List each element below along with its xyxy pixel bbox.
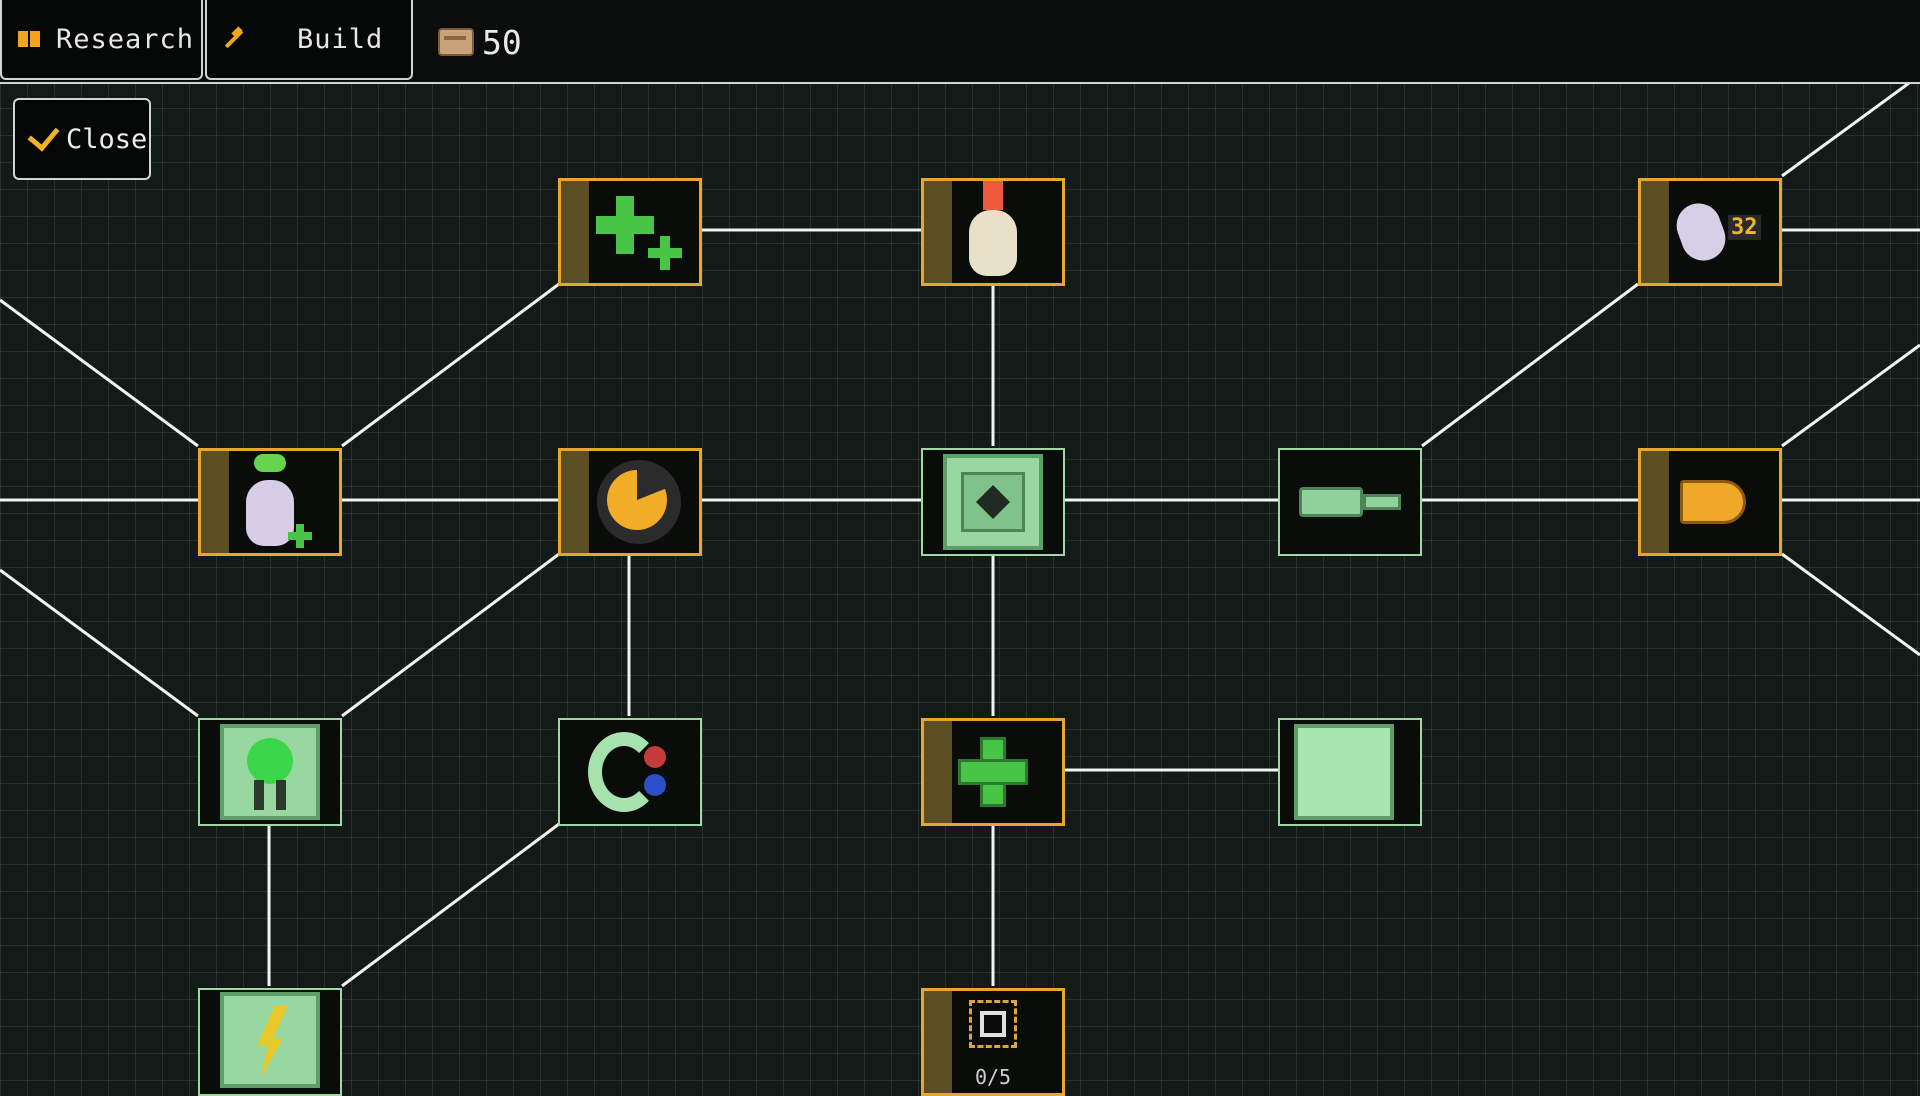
tech-node-green-plus[interactable] xyxy=(921,718,1065,826)
tech-node-hand-32[interactable]: 32 xyxy=(1638,178,1782,286)
top-bar: Research Build 50 xyxy=(0,0,1920,84)
research-tab[interactable]: Research xyxy=(0,0,203,80)
tech-node-double-plus[interactable] xyxy=(558,178,702,286)
bullet-icon xyxy=(1680,480,1746,524)
core-panel-icon xyxy=(943,454,1043,550)
tech-node-magnet[interactable] xyxy=(558,718,702,826)
magnet-icon xyxy=(588,732,666,812)
tech-node-core-panel[interactable] xyxy=(921,448,1065,556)
tech-node-bolt[interactable] xyxy=(198,988,342,1096)
tech-node-tap-finger[interactable] xyxy=(921,178,1065,286)
close-button-label: Close xyxy=(66,123,148,155)
resource-count: 50 xyxy=(482,22,522,62)
tech-node-tube[interactable] xyxy=(1278,448,1422,556)
tech-node-square-tile[interactable] xyxy=(1278,718,1422,826)
tech-node-hand-plus[interactable] xyxy=(198,448,342,556)
build-tab-label: Build xyxy=(297,23,384,55)
research-tab-label: Research xyxy=(56,23,195,55)
unlocked-stripe xyxy=(1641,451,1669,553)
lightbulb-icon xyxy=(220,724,320,820)
crate-icon xyxy=(438,28,474,56)
unlocked-stripe xyxy=(924,721,952,823)
green-plus-icon xyxy=(958,737,1028,807)
hand-plus-icon xyxy=(246,454,312,548)
unlocked-stripe xyxy=(924,991,952,1093)
tech-node-bullet[interactable] xyxy=(1638,448,1782,556)
close-button[interactable]: Close xyxy=(13,98,151,180)
unlocked-stripe xyxy=(1641,181,1669,283)
unlocked-stripe xyxy=(201,451,229,553)
tech-node-bulb[interactable] xyxy=(198,718,342,826)
unlocked-stripe xyxy=(561,451,589,553)
hand-32-icon: 32 xyxy=(1670,197,1761,267)
node-progress: 0/5 xyxy=(974,1065,1012,1089)
unlocked-stripe xyxy=(924,181,952,283)
checkmark-icon xyxy=(27,118,60,152)
tech-node-clock[interactable] xyxy=(558,448,702,556)
square-tile-icon xyxy=(1294,724,1394,820)
unlocked-stripe xyxy=(561,181,589,283)
tube-icon xyxy=(1299,487,1401,517)
resource-counter: 50 xyxy=(438,22,522,62)
build-tab[interactable]: Build xyxy=(205,0,413,80)
hammer-icon xyxy=(219,25,247,53)
slot-icon xyxy=(969,1000,1017,1066)
clock-icon xyxy=(597,460,681,544)
lightning-bolt-icon xyxy=(220,992,320,1088)
pointing-hand-icon xyxy=(969,181,1017,276)
book-icon xyxy=(18,31,40,47)
tech-node-slot[interactable]: 0/5 xyxy=(921,988,1065,1096)
